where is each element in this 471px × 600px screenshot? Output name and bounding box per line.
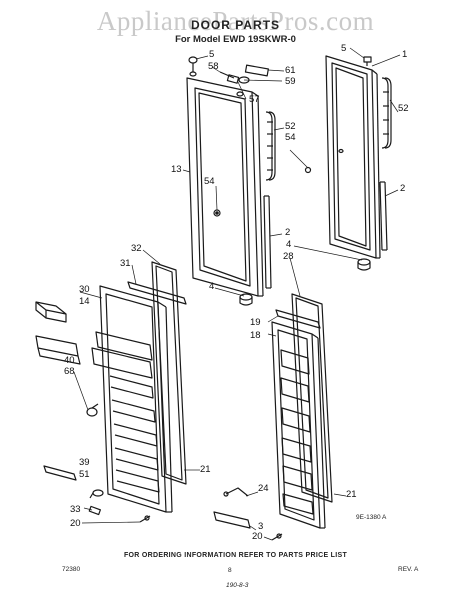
ordering-note: FOR ORDERING INFORMATION REFER TO PARTS …	[123, 552, 348, 559]
trim-strip-freezer	[263, 195, 272, 289]
model-number: For Model EWD 19SKWR-0	[175, 34, 296, 45]
small-parts-right	[271, 533, 283, 541]
callout-2-center: 2	[285, 227, 291, 238]
handwritten-note: 190-8-3	[226, 582, 249, 589]
callout-54-door: 54	[204, 176, 215, 187]
knob-68	[86, 403, 99, 417]
breaker-strip-19	[275, 309, 321, 329]
callout-1: 1	[402, 49, 408, 60]
callout-4-center: 4	[209, 281, 215, 292]
fresh-food-door-liner	[271, 321, 326, 529]
callout-21-right: 21	[346, 489, 357, 500]
callout-5-right: 5	[341, 43, 347, 54]
callout-40: 40	[64, 355, 75, 366]
fresh-food-door-gasket	[291, 293, 333, 503]
fresh-food-door-panel	[325, 55, 381, 259]
callout-33: 33	[70, 504, 81, 515]
leader-lines	[73, 47, 401, 541]
callout-3: 3	[258, 521, 264, 532]
callout-68: 68	[64, 366, 75, 377]
watermark: AppliancePartsPros.com	[96, 6, 375, 36]
screw-fresh-food	[304, 166, 312, 174]
footer-left-code: 72380	[62, 566, 81, 573]
handle-trim-39	[43, 465, 77, 481]
handle-trim-3	[213, 511, 251, 529]
callout-24: 24	[258, 483, 269, 494]
handle-strip-freezer	[265, 111, 276, 181]
small-parts-left	[88, 489, 151, 523]
callout-2-right: 2	[400, 183, 406, 194]
handle-strip-fresh-food	[381, 77, 392, 149]
hinge-pin-24	[223, 487, 249, 497]
bottom-cap-freezer	[239, 293, 253, 306]
shelf-front-40	[35, 335, 81, 365]
revision: REV. A	[398, 566, 419, 573]
callout-52-center: 52	[285, 121, 296, 132]
callout-30: 30	[79, 284, 90, 295]
callout-32: 32	[131, 243, 142, 254]
callout-20-right: 20	[252, 531, 263, 542]
bottom-cap-fresh-food	[357, 258, 371, 271]
callout-21-left: 21	[200, 464, 211, 475]
freezer-door-gasket	[151, 261, 187, 485]
freezer-door-liner	[91, 285, 173, 513]
callout-20-left: 20	[70, 518, 81, 529]
callout-4-right: 4	[286, 239, 292, 250]
figure-code: 9E-1380 A	[356, 514, 387, 521]
freezer-door-panel	[186, 77, 264, 297]
callout-19: 19	[250, 317, 261, 328]
callout-18: 18	[250, 330, 261, 341]
callout-57: 57	[249, 94, 260, 105]
callout-31: 31	[120, 258, 131, 269]
callout-58: 58	[208, 61, 219, 72]
shelf-bin-14	[35, 301, 67, 323]
callout-5-top: 5	[209, 49, 215, 60]
callout-28: 28	[283, 251, 294, 262]
callout-51: 51	[79, 469, 90, 480]
callout-13: 13	[171, 164, 182, 175]
callout-52-right: 52	[398, 103, 409, 114]
callout-14: 14	[79, 296, 90, 307]
callout-39: 39	[79, 457, 90, 468]
callout-59: 59	[285, 76, 296, 87]
top-hinge-fresh-food	[363, 56, 372, 66]
callout-61: 61	[285, 65, 296, 76]
page-number: 8	[228, 567, 232, 574]
breaker-strip-31	[127, 281, 187, 305]
trim-strip-fresh-food	[379, 181, 388, 251]
diagram-title: DOOR PARTS	[190, 18, 281, 32]
callout-54-center: 54	[285, 132, 296, 143]
